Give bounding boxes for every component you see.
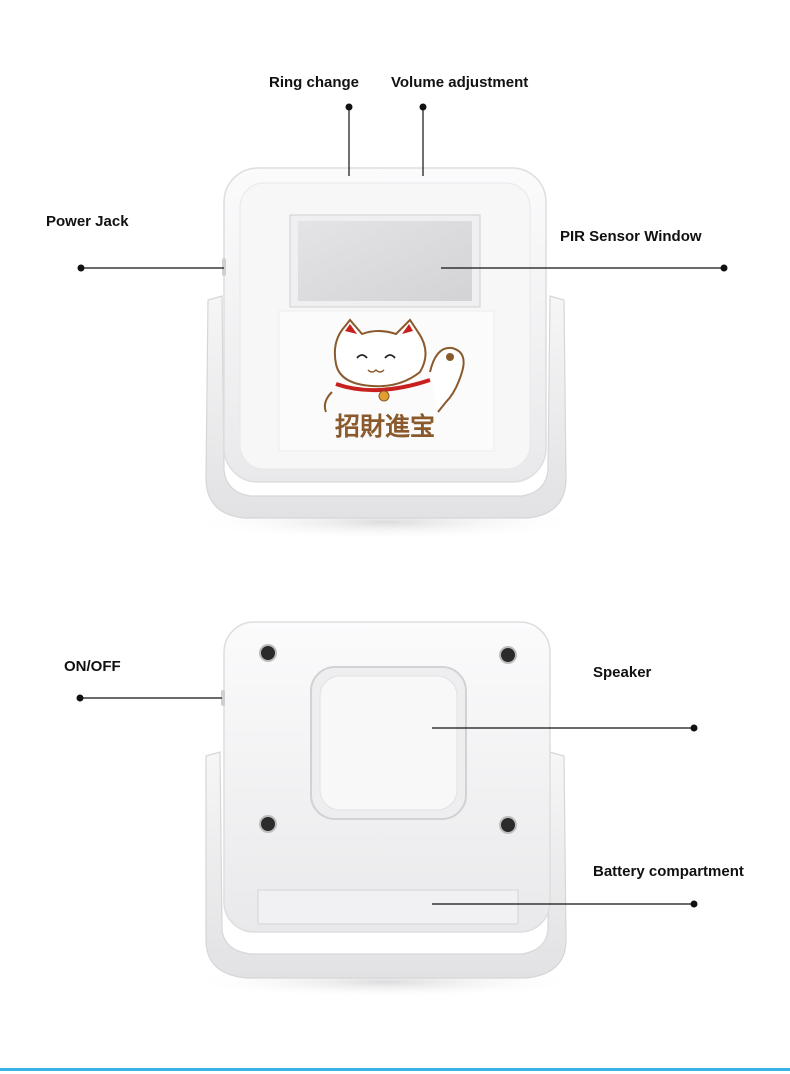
power-jack-port xyxy=(222,258,226,276)
sticker-text: 招財進宝 xyxy=(335,412,435,441)
speaker-dot xyxy=(690,724,698,732)
screw-hole-bottom-left xyxy=(259,815,277,833)
volume-adjustment-dot xyxy=(419,103,427,111)
battery-compartment-dot xyxy=(690,900,698,908)
back-device xyxy=(186,621,586,998)
screw-hole-bottom-right xyxy=(499,816,517,834)
pir-sensor-window-dot xyxy=(720,264,728,272)
back-stand xyxy=(205,751,567,979)
lucky-cat-sticker: 招財進宝 xyxy=(278,310,495,452)
pir-sensor-window-label: PIR Sensor Window xyxy=(560,228,702,245)
speaker-label: Speaker xyxy=(593,664,652,681)
ring-change-label: Ring change xyxy=(269,74,360,91)
screw-hole-top-right xyxy=(499,646,517,664)
power-jack-label: Power Jack xyxy=(46,213,129,230)
on-off-dot xyxy=(76,694,84,702)
battery-compartment xyxy=(257,889,519,925)
volume-adjustment-label: Volume adjustment xyxy=(391,74,529,91)
power-jack-dot xyxy=(77,264,85,272)
front-device: 招財進宝 xyxy=(186,167,586,540)
callouts xyxy=(76,103,728,908)
accent-rule xyxy=(0,1068,790,1071)
on-off-switch xyxy=(221,690,225,706)
ring-change-dot xyxy=(345,103,353,111)
speaker-grille xyxy=(319,675,458,811)
screw-hole-top-left xyxy=(259,644,277,662)
on-off-label: ON/OFF xyxy=(64,658,121,675)
front-stand xyxy=(205,295,567,519)
battery-compartment-label: Battery compartment xyxy=(593,863,744,880)
